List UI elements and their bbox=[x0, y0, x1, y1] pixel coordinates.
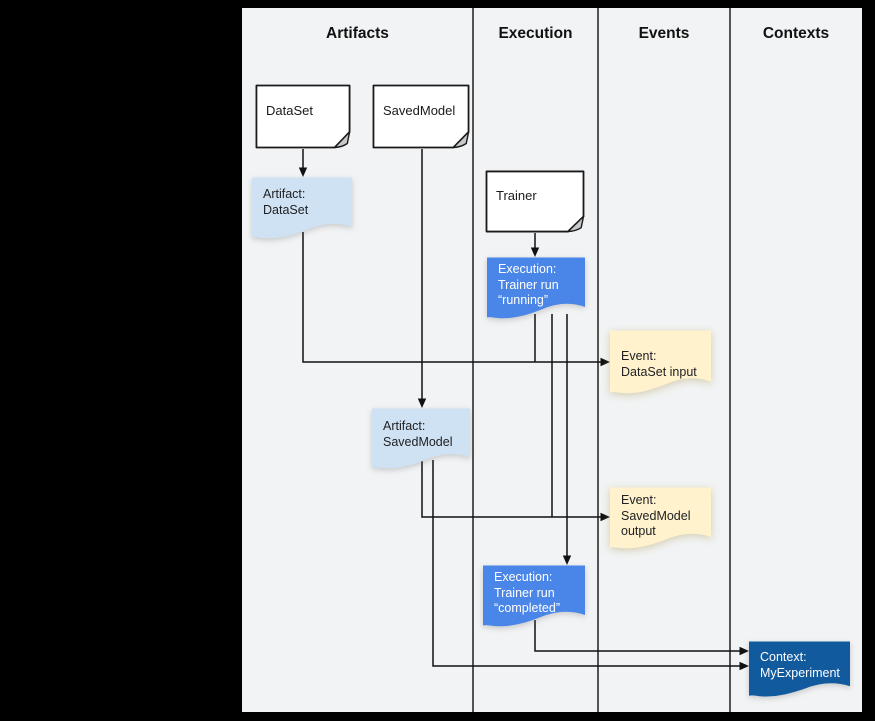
column-dividers bbox=[472, 8, 731, 712]
wavy-document-shape bbox=[483, 565, 585, 627]
connector-lines bbox=[298, 8, 749, 712]
edge-artifact-dataset-to-event bbox=[302, 232, 604, 363]
edge-artifact-savedmodel-to-event bbox=[421, 460, 604, 518]
execution-running-node: Execution: Trainer run “running” bbox=[487, 257, 585, 320]
node-label: Execution: Trainer run “completed” bbox=[494, 570, 560, 615]
arrowhead bbox=[417, 398, 427, 408]
arrowhead bbox=[562, 555, 572, 565]
document-shape-icon bbox=[485, 170, 585, 233]
wavy-document-shape bbox=[610, 330, 711, 394]
wavy-document-shape bbox=[749, 641, 850, 697]
document-shape-icon bbox=[255, 84, 351, 149]
event-dataset-input-node: Event: DataSet input bbox=[610, 330, 711, 395]
wavy-document-shape bbox=[487, 257, 585, 319]
trainer-doc-node: Trainer bbox=[485, 170, 585, 233]
arrowhead bbox=[600, 357, 610, 367]
wavy-document-shape bbox=[372, 408, 470, 469]
artifact-savedmodel-node: Artifact: SavedModel bbox=[372, 408, 470, 470]
column-header-contexts: Contexts bbox=[762, 25, 830, 42]
wavy-document-shape bbox=[252, 177, 352, 239]
context-myexperiment-node: Context: MyExperiment bbox=[749, 641, 850, 698]
node-label: DataSet bbox=[266, 102, 313, 118]
execution-completed-node: Execution: Trainer run “completed” bbox=[483, 565, 585, 628]
node-label: Event: SavedModel output bbox=[621, 493, 691, 538]
diagram-canvas: Artifacts Execution Events Contexts Data… bbox=[242, 8, 862, 712]
edge-execution-completed-to-context bbox=[534, 620, 743, 652]
column-header-artifacts: Artifacts bbox=[326, 25, 389, 42]
dataset-doc-node: DataSet bbox=[255, 84, 351, 149]
node-label: Execution: Trainer run “running” bbox=[498, 262, 559, 307]
node-label: Artifact: DataSet bbox=[263, 187, 309, 217]
column-header-execution: Execution bbox=[498, 25, 573, 42]
node-label: Context: MyExperiment bbox=[760, 650, 840, 680]
savedmodel-doc-node: SavedModel bbox=[372, 84, 470, 149]
arrowhead bbox=[739, 646, 749, 656]
event-savedmodel-output-node: Event: SavedModel output bbox=[610, 487, 711, 550]
arrowhead bbox=[600, 512, 610, 522]
artifact-dataset-node: Artifact: DataSet bbox=[252, 177, 352, 240]
node-label: SavedModel bbox=[383, 102, 456, 118]
document-shape-icon bbox=[372, 84, 470, 149]
node-label: Artifact: SavedModel bbox=[383, 419, 453, 449]
arrowhead bbox=[530, 247, 540, 257]
arrowhead bbox=[298, 167, 308, 177]
node-label: Event: DataSet input bbox=[621, 349, 697, 379]
wavy-document-shape bbox=[610, 487, 711, 549]
edge-artifact-savedmodel-to-context bbox=[432, 460, 743, 667]
node-label: Trainer bbox=[496, 187, 537, 203]
column-header-events: Events bbox=[638, 25, 690, 42]
arrowhead bbox=[739, 661, 749, 671]
